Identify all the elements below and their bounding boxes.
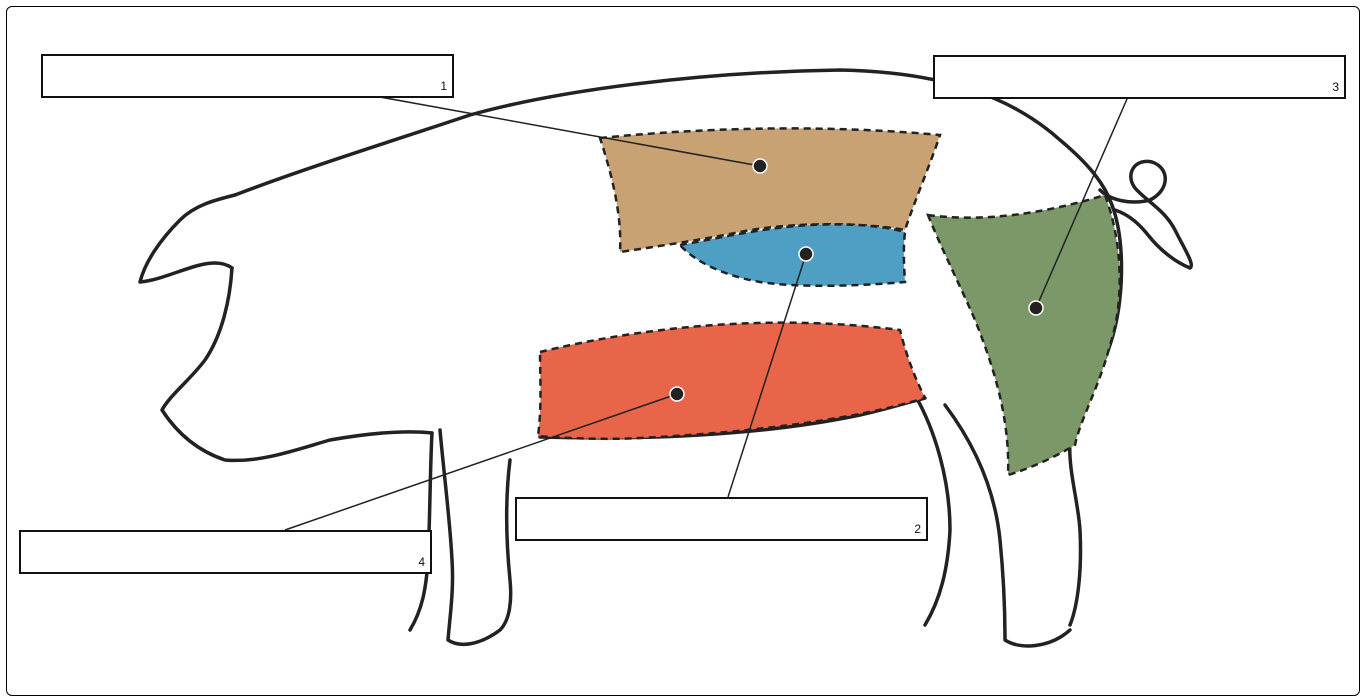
label-box-4[interactable]: 4 xyxy=(19,530,432,574)
pin-dot-4 xyxy=(670,387,684,401)
region-3[interactable] xyxy=(928,195,1120,475)
pin-dot-2 xyxy=(799,247,813,261)
label-number-2: 2 xyxy=(914,522,921,536)
label-number-1: 1 xyxy=(440,79,447,93)
label-number-3: 3 xyxy=(1332,80,1339,94)
pin-dot-3 xyxy=(1029,301,1043,315)
label-box-2[interactable]: 2 xyxy=(515,497,928,541)
label-box-1[interactable]: 1 xyxy=(41,54,454,98)
pin-dot-1 xyxy=(753,159,767,173)
pig-cuts-diagram xyxy=(0,0,1368,681)
label-number-4: 4 xyxy=(418,555,425,569)
label-box-3[interactable]: 3 xyxy=(933,55,1346,99)
